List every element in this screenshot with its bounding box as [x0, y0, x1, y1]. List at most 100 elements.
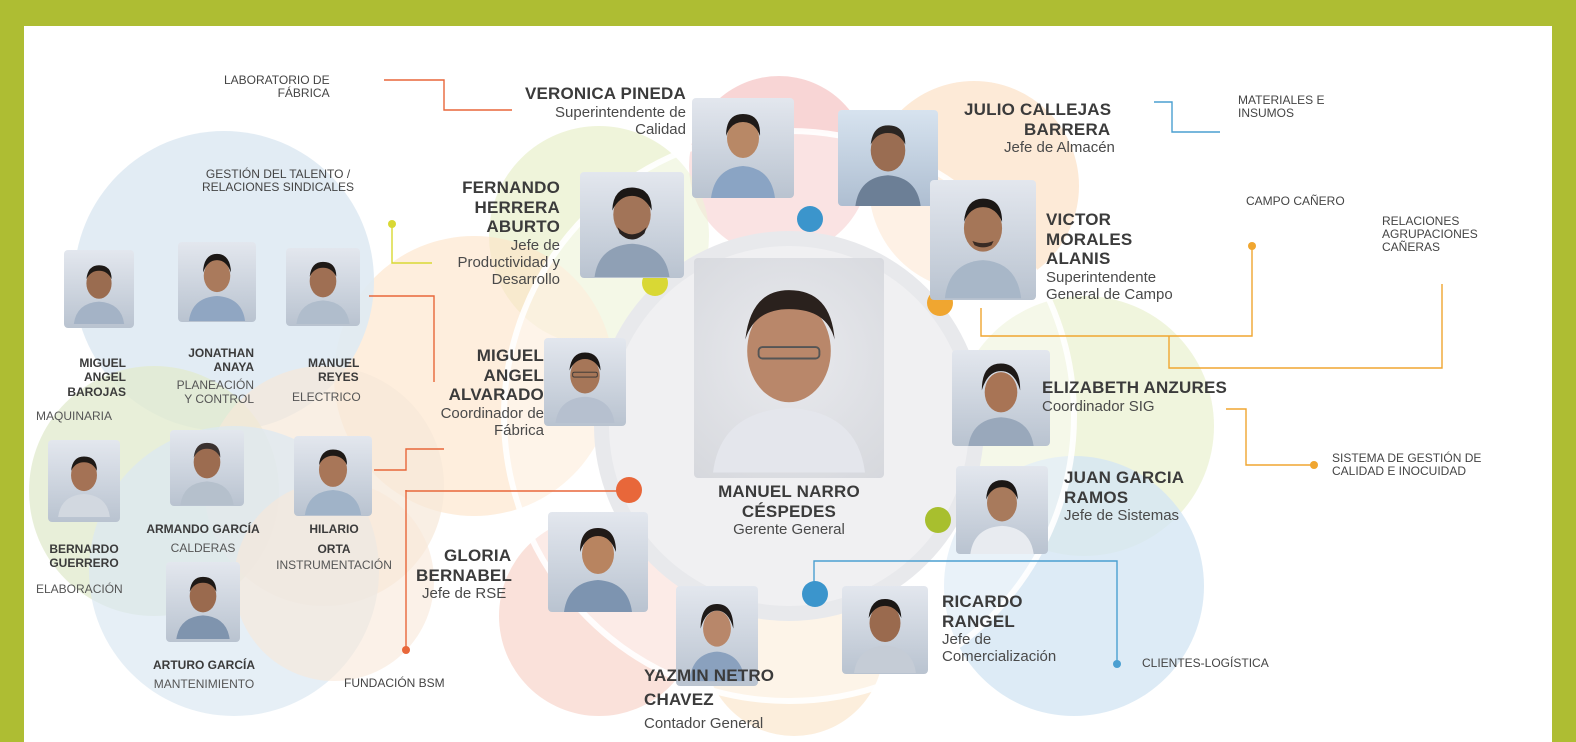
area-sistema-line1: SISTEMA DE GESTIÓN DE	[1332, 451, 1482, 465]
elizabeth-name: ELIZABETH ANZURES	[1042, 378, 1228, 397]
anaya-name-line2: ANAYA	[213, 360, 254, 375]
area-clientes-logistica: CLIENTES-LOGÍSTICA	[1142, 656, 1269, 670]
miguel-alvarado-name-line3: ALVARADO	[448, 385, 544, 405]
person-victor: VICTOR MORALES ALANIS Superintendente Ge…	[1046, 210, 1173, 303]
reyes-name-line1: MANUEL	[308, 356, 360, 370]
anaya-area-line2: Y CONTROL	[184, 391, 254, 406]
fernando-role-line3: Desarrollo	[491, 271, 560, 289]
photo-bernardo-guerrero	[48, 440, 120, 522]
gloria-role: Jefe de RSE	[422, 585, 507, 603]
center-person: MANUEL NARRO CÉSPEDES Gerente General	[684, 482, 894, 538]
photo-veronica-pineda	[692, 98, 794, 198]
gloria-name-line1: GLORIA	[444, 546, 512, 565]
guerrero-name-line2: GUERRERO	[49, 556, 119, 571]
staff-guerrero: BERNARDO GUERRERO	[44, 542, 124, 571]
julio-name-line2: BARRERA	[1024, 119, 1111, 139]
photo-ricardo-rangel	[842, 586, 928, 674]
miguel-alvarado-role-line1: Coordinador de	[440, 404, 544, 422]
photo-victor-morales	[930, 180, 1036, 300]
photo-yazmin-netro	[676, 586, 758, 686]
person-ricardo: RICARDO RANGEL Jefe de Comercialización	[942, 592, 1056, 666]
photo-juan-garcia	[956, 466, 1048, 554]
armando-area: CALDERAS	[170, 541, 236, 556]
area-laboratorio-line1: LABORATORIO DE	[224, 73, 330, 87]
arturo-name: ARTURO GARCÍA	[153, 658, 255, 672]
barojas-name-line2: ANGEL	[84, 370, 126, 385]
victor-name-line3: ALANIS	[1046, 249, 1111, 269]
veronica-name: VERONICA PINEDA	[524, 84, 686, 103]
barojas-name-line3: BAROJAS	[67, 384, 126, 399]
anaya-area-line1: PLANEACIÓN	[176, 377, 254, 392]
photo-armando-garcia	[170, 430, 244, 506]
person-julio: JULIO CALLEJAS BARRERA Jefe de Almacén	[964, 100, 1115, 156]
area-materiales-line2: INSUMOS	[1238, 106, 1295, 121]
area-laboratorio-line2: FÁBRICA	[277, 86, 330, 101]
photo-elizabeth-anzures	[952, 350, 1050, 446]
guerrero-area: ELABORACIÓN	[36, 582, 123, 596]
photo-manuel-reyes	[286, 248, 360, 326]
area-campo-canero: CAMPO CAÑERO	[1246, 194, 1345, 208]
fernando-name-line2: HERRERA	[474, 197, 560, 217]
photo-julio-callejas	[838, 110, 938, 206]
yazmin-role: Contador General	[644, 715, 764, 733]
fernando-name-line3: ABURTO	[486, 217, 560, 237]
staff-hilario: HILARIO ORTA INSTRUMENTACIÓN	[274, 522, 394, 573]
juan-role: Jefe de Sistemas	[1064, 507, 1180, 525]
julio-name-line1: JULIO CALLEJAS	[964, 100, 1112, 119]
center-name-line1: MANUEL NARRO	[718, 482, 860, 501]
photo-miguel-alvarado	[544, 338, 626, 426]
ricardo-role-line2: Comercialización	[942, 648, 1057, 666]
victor-role-line2: General de Campo	[1046, 285, 1173, 303]
fernando-role-line1: Jefe de	[510, 236, 560, 254]
ricardo-name-line2: RANGEL	[942, 611, 1015, 631]
area-agrupaciones-line1: RELACIONES	[1382, 214, 1460, 228]
reyes-area: ELECTRICO	[292, 389, 361, 404]
person-juan: JUAN GARCIA RAMOS Jefe de Sistemas	[1064, 468, 1184, 524]
area-agrupaciones-line3: CAÑERAS	[1382, 240, 1441, 255]
area-talento: GESTIÓN DEL TALENTO /RELACIONES SINDICAL…	[202, 167, 355, 195]
fernando-name-line1: FERNANDO	[462, 178, 560, 197]
gloria-name-line2: BERNABEL	[416, 565, 513, 585]
yazmin-name-line2: CHAVEZ	[644, 689, 714, 709]
person-yazmin: YAZMIN NETRO CHAVEZ Contador General	[644, 666, 774, 732]
area-agrupaciones-line2: AGRUPACIONES	[1382, 227, 1478, 242]
miguel-alvarado-name-line1: MIGUEL	[476, 346, 544, 365]
elizabeth-role: Coordinador SIG	[1042, 397, 1155, 415]
photo-jonathan-anaya	[178, 242, 256, 322]
barojas-area: MAQUINARIA	[36, 409, 113, 423]
hilario-name-line1: HILARIO	[309, 522, 359, 536]
veronica-role-line1: Superintendente de	[555, 103, 686, 121]
photo-manuel-narro	[694, 258, 884, 478]
veronica-role-line2: Calidad	[635, 120, 686, 138]
photo-gloria-bernabel	[548, 512, 648, 612]
staff-reyes: MANUEL REYES ELECTRICO	[292, 356, 361, 405]
area-talento-line2: RELACIONES SINDICALES	[202, 180, 355, 195]
person-fernando: FERNANDO HERRERA ABURTO Jefe de Producti…	[410, 178, 560, 288]
photo-arturo-garcia	[166, 562, 240, 642]
armando-name: ARMANDO GARCÍA	[146, 522, 260, 536]
photo-hilario-orta	[294, 436, 372, 516]
anaya-name-line1: JONATHAN	[188, 346, 254, 360]
area-talento-line1: GESTIÓN DEL TALENTO /	[205, 167, 351, 181]
center-role: Gerente General	[733, 521, 845, 539]
guerrero-name-line1: BERNARDO	[49, 542, 119, 556]
miguel-alvarado-name-line2: ANGEL	[483, 365, 544, 385]
photo-fernando-herrera	[580, 172, 684, 278]
hilario-area: INSTRUMENTACIÓN	[276, 557, 392, 572]
area-sistema-line2: CALIDAD E INOCUIDAD	[1332, 464, 1467, 479]
victor-role-line1: Superintendente	[1046, 268, 1157, 286]
person-veronica: VERONICA PINEDA Superintendente de Calid…	[486, 84, 686, 138]
ricardo-role-line1: Jefe de	[942, 631, 992, 649]
julio-role: Jefe de Almacén	[1004, 139, 1115, 157]
photo-miguel-barojas	[64, 250, 134, 328]
arturo-area: MANTENIMIENTO	[153, 677, 255, 692]
person-gloria: GLORIA BERNABEL Jefe de RSE	[416, 546, 512, 602]
area-materiales-line1: MATERIALES E	[1238, 93, 1325, 107]
reyes-name-line2: REYES	[318, 370, 359, 385]
juan-name-line2: RAMOS	[1064, 487, 1129, 507]
